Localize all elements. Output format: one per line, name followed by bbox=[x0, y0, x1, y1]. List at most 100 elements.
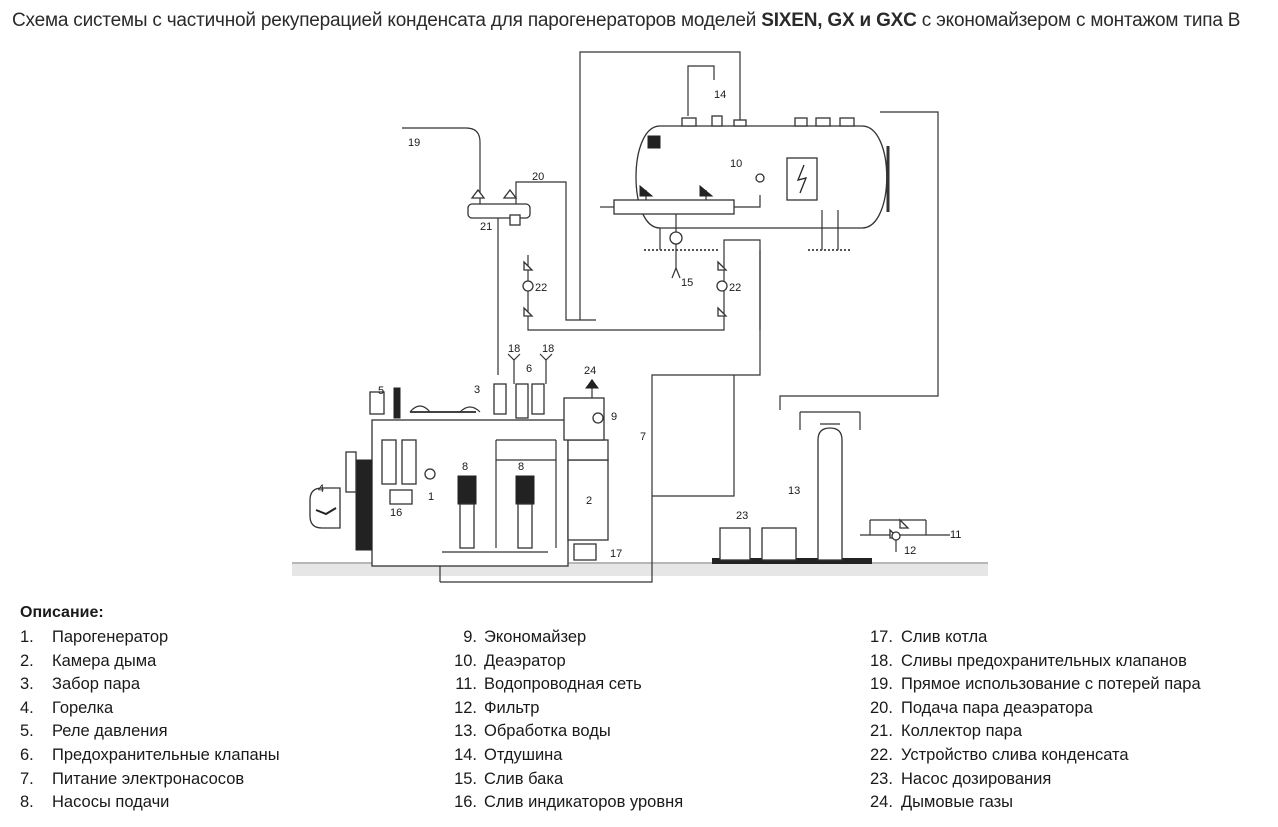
legend-item: 12. Фильтр bbox=[447, 697, 683, 721]
legend-item: 3. Забор пара bbox=[20, 673, 280, 697]
legend-text: Предохранительные клапаны bbox=[52, 745, 280, 764]
smoke-chamber bbox=[567, 439, 609, 561]
legend-number: 17. bbox=[870, 628, 893, 646]
legend-text: Обработка воды bbox=[484, 722, 611, 741]
legend-item: 13. Обработка воды bbox=[447, 720, 683, 744]
label-23: 23 bbox=[736, 510, 748, 522]
legend-text: Деаэратор bbox=[484, 651, 566, 670]
diagram-number-labels: 1 2 3 4 5 6 7 8 8 9 10 11 12 13 14 15 16… bbox=[318, 89, 961, 560]
label-22b: 22 bbox=[729, 282, 741, 294]
legend-item: 15.Слив бака bbox=[447, 768, 683, 792]
legend-item: 7. Питание электронасосов bbox=[20, 768, 280, 792]
label-18a: 18 bbox=[508, 343, 520, 355]
label-7: 7 bbox=[640, 431, 646, 443]
legend-number: 23. bbox=[870, 769, 893, 788]
legend-item: 17.Слив котла bbox=[870, 626, 1201, 650]
legend-item: 2. Камера дыма bbox=[20, 650, 280, 674]
legend-column-1: 1.Парогенератор 2. Камера дыма 3. Забор па… bbox=[20, 626, 280, 815]
legend-text: Дымовые газы bbox=[901, 793, 1014, 812]
legend-item: 23. Насос дозирования bbox=[870, 768, 1201, 792]
legend-number: 13. bbox=[454, 722, 477, 741]
legend-text: Забор пара bbox=[52, 675, 140, 694]
legend-text: Фильтр bbox=[484, 698, 540, 717]
dosing-pump bbox=[719, 527, 797, 561]
legend-item: 5. Реле давления bbox=[20, 720, 280, 744]
legend-text: Насосы подачи bbox=[52, 793, 170, 812]
label-21: 21 bbox=[480, 221, 492, 233]
legend-text: Отдушина bbox=[484, 745, 563, 764]
label-4: 4 bbox=[318, 483, 324, 495]
legend-item: 20. Подача пара деаэратора bbox=[870, 697, 1201, 721]
legend-text: Подача пара деаэратора bbox=[901, 698, 1093, 717]
legend-number: 3. bbox=[20, 675, 34, 694]
system-scheme: 1 2 3 4 5 6 7 8 8 9 10 11 12 13 14 15 16… bbox=[292, 51, 988, 583]
legend-heading: Описание: bbox=[20, 604, 104, 621]
label-17: 17 bbox=[610, 548, 622, 560]
label-13: 13 bbox=[788, 485, 800, 497]
piping bbox=[402, 51, 950, 583]
label-12: 12 bbox=[904, 545, 916, 557]
label-5: 5 bbox=[378, 385, 384, 397]
legend-item: 1.Парогенератор bbox=[20, 626, 280, 650]
legend-number: 2. bbox=[20, 651, 34, 670]
legend-column-2: 9.Экономайзер 10.Деаэратор 11.Водопровод… bbox=[447, 626, 683, 815]
legend-number: 12. bbox=[454, 698, 477, 717]
legend-number: 10. bbox=[454, 651, 477, 670]
legend-number: 8. bbox=[20, 793, 34, 812]
legend-text: Устройство слива конденсата bbox=[901, 745, 1129, 764]
legend-text: Прямое использование с потерей пара bbox=[901, 675, 1201, 694]
legend-text: Питание электронасосов bbox=[52, 769, 245, 788]
deaerator-manifold bbox=[600, 184, 761, 279]
label-24: 24 bbox=[584, 365, 596, 377]
legend-item: 10. Деаэратор bbox=[447, 650, 683, 674]
legend-text: Насос дозирования bbox=[901, 769, 1052, 788]
legend-item: 9.Экономайзер bbox=[447, 626, 683, 650]
legend-number: 7. bbox=[20, 769, 34, 788]
legend-item: 21.Коллектор пара bbox=[870, 720, 1201, 744]
legend-item: 22. Устройство слива конденсата bbox=[870, 744, 1201, 768]
legend-number: 15. bbox=[454, 769, 477, 788]
label-3: 3 bbox=[474, 384, 480, 396]
legend-number: 9. bbox=[463, 628, 477, 646]
label-15: 15 bbox=[681, 277, 693, 289]
label-22a: 22 bbox=[535, 282, 547, 294]
label-10: 10 bbox=[730, 158, 742, 170]
label-16: 16 bbox=[390, 507, 402, 519]
legend-text: Коллектор пара bbox=[901, 722, 1023, 741]
label-11: 11 bbox=[950, 529, 961, 541]
label-8a: 8 bbox=[462, 461, 468, 473]
legend-text: Горелка bbox=[52, 698, 114, 717]
label-14: 14 bbox=[714, 89, 726, 101]
label-6: 6 bbox=[526, 363, 532, 375]
title-suffix: с экономайзером с монтажом типа B bbox=[916, 10, 1241, 31]
legend-item: 14. Отдушина bbox=[447, 744, 683, 768]
legend-text: Парогенератор bbox=[52, 628, 169, 646]
legend-number: 18. bbox=[870, 651, 893, 670]
legend-number: 24. bbox=[870, 793, 893, 812]
label-9: 9 bbox=[611, 411, 617, 423]
title-models: SIXEN, GX и GXC bbox=[761, 10, 917, 31]
filter-group bbox=[889, 518, 910, 552]
legend-text: Сливы предохранительных клапанов bbox=[901, 651, 1187, 670]
steam-collector bbox=[467, 188, 531, 226]
legend-item: 18. Сливы предохранительных клапанов bbox=[870, 650, 1201, 674]
label-2: 2 bbox=[586, 495, 592, 507]
legend-text: Камера дыма bbox=[52, 651, 157, 670]
legend-text: Реле давления bbox=[52, 722, 168, 741]
legend-text: Слив индикаторов уровня bbox=[484, 793, 684, 812]
legend-number: 22. bbox=[870, 745, 893, 764]
legend-item: 19. Прямое использование с потерей пара bbox=[870, 673, 1201, 697]
legend-item: 8. Насосы подачи bbox=[20, 791, 280, 815]
legend-number: 11. bbox=[455, 675, 477, 694]
safety-valves bbox=[493, 353, 553, 419]
legend-number: 16. bbox=[454, 793, 477, 812]
legend-item: 4.Горелка bbox=[20, 697, 280, 721]
diagram-title: Схема системы с частичной рекуперацией к… bbox=[12, 10, 1240, 32]
legend-number: 14. bbox=[454, 745, 477, 764]
legend-number: 5. bbox=[20, 722, 34, 741]
legend-column-3: 17.Слив котла 18. Сливы предохранительных… bbox=[870, 626, 1201, 815]
legend-number: 20. bbox=[870, 698, 893, 717]
label-1: 1 bbox=[428, 491, 434, 503]
legend-number: 19. bbox=[870, 675, 893, 694]
legend-item: 16. Слив индикаторов уровня bbox=[447, 791, 683, 815]
